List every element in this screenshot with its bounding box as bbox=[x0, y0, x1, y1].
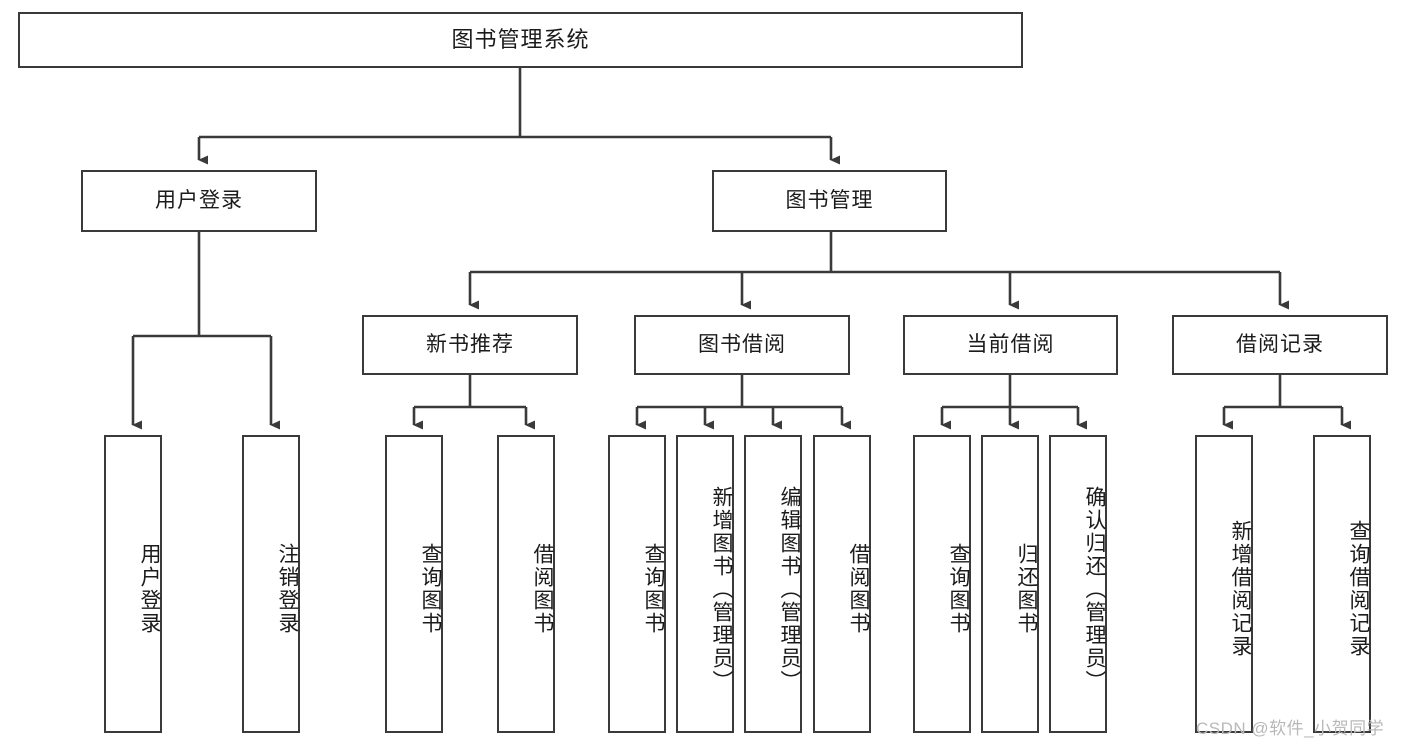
leaf-current-borrow-return[interactable]: 归还图书 bbox=[981, 435, 1039, 733]
leaf-book-borrow-add[interactable]: 新增图书（管理员） bbox=[676, 435, 734, 733]
node-current-borrow[interactable]: 当前借阅 bbox=[903, 315, 1118, 375]
leaf-book-borrow-query[interactable]: 查询图书 bbox=[608, 435, 666, 733]
node-new-book-recommend[interactable]: 新书推荐 bbox=[362, 315, 578, 375]
node-user-login[interactable]: 用户登录 bbox=[81, 170, 317, 232]
node-book-borrow[interactable]: 图书借阅 bbox=[634, 315, 850, 375]
leaf-user-login-logout[interactable]: 注销登录 bbox=[242, 435, 300, 733]
node-book-management[interactable]: 图书管理 bbox=[712, 170, 947, 232]
leaf-new-book-borrow[interactable]: 借阅图书 bbox=[497, 435, 555, 733]
leaf-current-borrow-query[interactable]: 查询图书 bbox=[913, 435, 971, 733]
csdn-watermark: CSDN @软件_小贺同学 bbox=[1196, 719, 1385, 738]
leaf-book-borrow-edit[interactable]: 编辑图书（管理员） bbox=[744, 435, 802, 733]
node-root-system[interactable]: 图书管理系统 bbox=[18, 12, 1023, 68]
leaf-current-borrow-confirm-return[interactable]: 确认归还（管理员） bbox=[1049, 435, 1107, 733]
leaf-borrow-record-add[interactable]: 新增借阅记录 bbox=[1195, 435, 1253, 733]
leaf-new-book-query[interactable]: 查询图书 bbox=[385, 435, 443, 733]
leaf-borrow-record-query[interactable]: 查询借阅记录 bbox=[1313, 435, 1371, 733]
node-borrow-record[interactable]: 借阅记录 bbox=[1172, 315, 1388, 375]
leaf-user-login-login[interactable]: 用户登录 bbox=[104, 435, 162, 733]
leaf-book-borrow-borrow[interactable]: 借阅图书 bbox=[813, 435, 871, 733]
